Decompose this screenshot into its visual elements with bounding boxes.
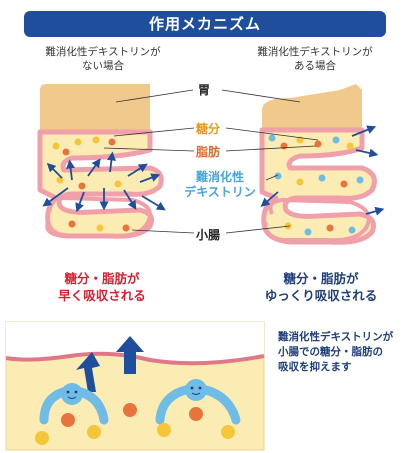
stomach-right [262, 84, 362, 134]
label-stomach: 胃 [198, 83, 211, 97]
right-condition-line-2: ある場合 [294, 60, 336, 72]
left-condition: 難消化性デキストリンが ない場合 [28, 45, 178, 73]
dextrin-character-right [155, 379, 241, 425]
callout-line-1: 難消化性デキストリンが [278, 331, 394, 343]
callout-line-2: 小腸での糖分・脂肪の [278, 346, 383, 358]
absorption-arrows-left [42, 151, 166, 213]
small-intestine-left [45, 195, 152, 239]
label-small-intestine: 小腸 [196, 228, 221, 242]
callout-text: 難消化性デキストリンが 小腸での糖分・脂肪の 吸収を抑えます [278, 330, 393, 375]
stomach-left [40, 84, 150, 135]
label-dextrin: 難消化性 デキストリン [176, 170, 264, 200]
closeup-nutrient-dots [35, 403, 235, 445]
left-result-line-2: 早く吸収される [58, 288, 146, 303]
right-result: 糖分・脂肪が ゆっくり吸収される [246, 270, 396, 304]
label-dextrin-line-1: 難消化性 [195, 170, 244, 184]
label-dextrin-line-2: デキストリン [184, 185, 256, 199]
right-diagram [259, 84, 385, 245]
dextrin-character-left [39, 383, 109, 425]
right-condition: 難消化性デキストリンが ある場合 [240, 45, 390, 73]
left-diagram [37, 84, 166, 239]
right-result-line-2: ゆっくり吸収される [264, 288, 378, 303]
right-result-line-1: 糖分・脂肪が [283, 271, 359, 286]
small-intestine-right [263, 197, 371, 243]
left-condition-line-1: 難消化性デキストリンが [45, 46, 161, 58]
label-fat: 脂肪 [196, 145, 221, 159]
page-title: 作用メカニズム [24, 11, 386, 37]
left-condition-line-2: ない場合 [82, 60, 124, 72]
callout-line-3: 吸収を抑えます [278, 361, 352, 373]
right-condition-line-1: 難消化性デキストリンが [257, 46, 373, 58]
label-leader-lines [103, 89, 319, 234]
label-sugar: 糖分 [196, 122, 221, 136]
left-result-line-1: 糖分・脂肪が [64, 271, 140, 286]
closeup-arrows [76, 336, 144, 392]
absorption-arrows-right [260, 125, 385, 216]
closeup-panel [5, 321, 265, 451]
left-result: 糖分・脂肪が 早く吸収される [32, 270, 172, 304]
